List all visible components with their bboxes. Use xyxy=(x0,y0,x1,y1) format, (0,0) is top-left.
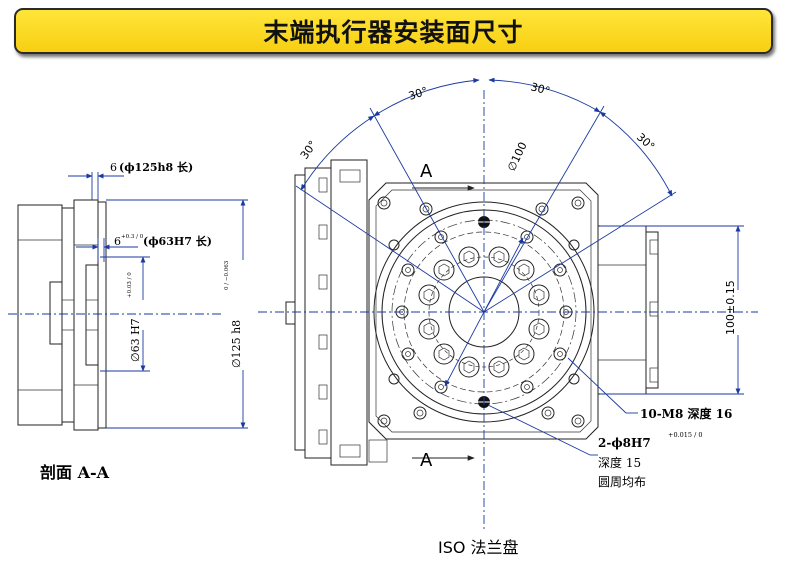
section-marker-bottom: A xyxy=(420,450,433,471)
dim-6-b-label: (ϕ63H7 长) xyxy=(143,234,212,248)
angle-label-2: 30° xyxy=(407,84,430,102)
callout-pin-depth: 深度 15 xyxy=(598,455,641,470)
section-marker-top: A xyxy=(420,161,433,182)
callout-pin-note: 圆周均布 xyxy=(598,475,646,489)
callout-pin-main: 2-ϕ8H7 xyxy=(598,436,651,450)
angle-label-1: 30° xyxy=(298,138,320,161)
dim-6-prefix-b: 6 xyxy=(114,235,121,248)
title-bar: 末端执行器安装面尺寸 xyxy=(14,8,773,54)
callout-pin-tolerance: +0.015 / 0 xyxy=(668,431,703,439)
dim-6-a-label: (ϕ125h8 长) xyxy=(119,160,193,174)
angle-label-3: 30° xyxy=(529,80,551,98)
section-view: 6 (ϕ125h8 长) 6 +0.3 / 0 (ϕ63H7 长) ∅63 H7… xyxy=(8,160,248,482)
section-caption: 剖面 A-A xyxy=(40,463,110,482)
left-side-housing xyxy=(285,159,388,466)
dim-63-label: ∅63 H7 xyxy=(129,318,142,362)
outer-bolt-circle xyxy=(388,202,580,420)
dim-6-b-tolerance: +0.3 / 0 xyxy=(121,234,144,240)
center-lines xyxy=(258,90,758,530)
page-title: 末端执行器安装面尺寸 xyxy=(263,18,524,47)
dim-6-prefix-a: 6 xyxy=(110,161,117,174)
dim-125-tolerance: 0 / −0.063 xyxy=(224,260,230,290)
front-caption: ISO 法兰盘 xyxy=(438,538,519,557)
callouts: 10-M8 深度 16 2-ϕ8H7 +0.015 / 0 深度 15 圆周均布 xyxy=(487,357,732,489)
dim-pcd-label: ∅100 xyxy=(505,140,530,173)
height-dimension: 100±0.15 xyxy=(600,225,744,395)
m8-bolt-holes xyxy=(395,230,573,394)
dim-63-tolerance: +0.03 / 0 xyxy=(127,272,133,298)
section-markers: A A xyxy=(412,161,475,471)
section-dimensions: 6 (ϕ125h8 长) 6 +0.3 / 0 (ϕ63H7 长) ∅63 H7… xyxy=(8,160,248,429)
dim-height-label: 100±0.15 xyxy=(724,280,737,335)
callout-m8: 10-M8 深度 16 xyxy=(640,406,732,421)
right-side-housing xyxy=(597,225,659,395)
front-view: A A 30° 30° 30° 30° ∅100 100±0.15 xyxy=(258,77,758,557)
dim-125-label: ∅125 h8 xyxy=(230,320,243,368)
section-body xyxy=(17,199,107,431)
corner-holes xyxy=(377,196,585,428)
angle-label-4: 30° xyxy=(634,131,657,154)
